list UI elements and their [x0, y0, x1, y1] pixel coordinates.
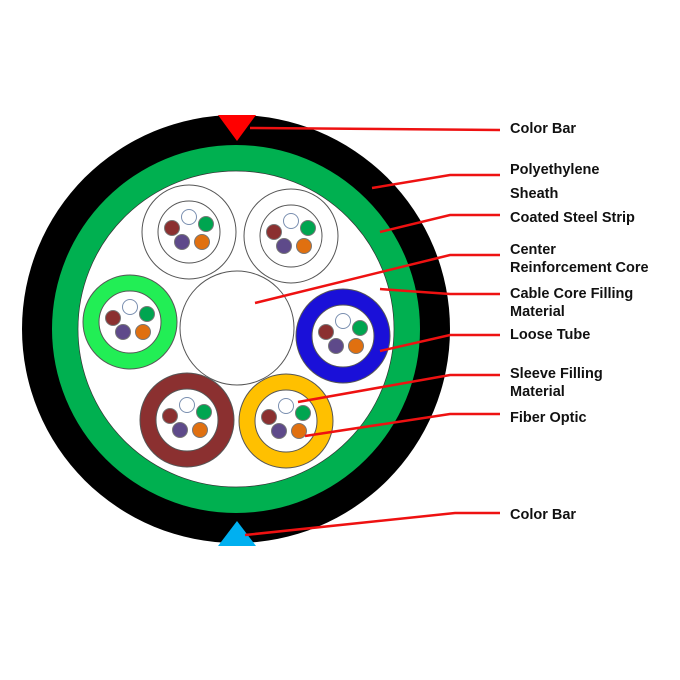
fiber-optic	[266, 224, 282, 240]
fiber-optic	[283, 213, 299, 229]
fiber-optic	[276, 238, 292, 254]
loose-tube	[82, 274, 178, 370]
label-sleeve-filling: Sleeve Filling	[510, 366, 603, 382]
fiber-optic	[328, 338, 344, 354]
fiber-optic	[295, 405, 311, 421]
fiber-optic	[179, 397, 195, 413]
label-fiber-optic: Fiber Optic	[510, 410, 587, 426]
label-reinforcement-core: Reinforcement Core	[510, 260, 649, 276]
fiber-optic	[318, 324, 334, 340]
loose-tube	[139, 372, 235, 468]
label-color-bar-top: Color Bar	[510, 121, 577, 137]
loose-tube	[238, 373, 334, 469]
center-reinforcement-core	[179, 270, 295, 386]
fiber-optic	[278, 398, 294, 414]
label-sleeve-material: Material	[510, 384, 565, 400]
label-cable-core-material: Material	[510, 304, 565, 320]
label-coated-steel-strip: Coated Steel Strip	[510, 210, 635, 226]
leader-polyethylene-sheath	[371, 173, 500, 190]
fiber-optic	[172, 422, 188, 438]
leader-color-bar-top	[249, 126, 501, 132]
fiber-optic	[271, 423, 287, 439]
leader-color-bar-bottom	[244, 511, 500, 537]
leader-cable-core-filling	[379, 287, 500, 296]
loose-tube	[295, 288, 391, 384]
fiber-optic	[135, 324, 151, 340]
fiber-optic	[181, 209, 197, 225]
label-sheath: Sheath	[510, 186, 559, 202]
fiber-optic	[198, 216, 214, 232]
loose-tube	[141, 184, 237, 280]
fiber-optic	[139, 306, 155, 322]
loose-tube	[243, 188, 339, 284]
leader-coated-steel-strip	[379, 213, 500, 234]
fiber-optic	[194, 234, 210, 250]
leader-fiber-optic	[304, 412, 500, 438]
fiber-optic	[192, 422, 208, 438]
label-center: Center	[510, 242, 556, 258]
fiber-optic	[196, 404, 212, 420]
fiber-optic	[122, 299, 138, 315]
color-bar-top-marker	[218, 115, 256, 141]
fiber-optic	[162, 408, 178, 424]
color-bar-bottom-marker	[218, 521, 256, 546]
fiber-optic	[261, 409, 277, 425]
fiber-optic	[164, 220, 180, 236]
fiber-optic	[352, 320, 368, 336]
leader-loose-tube	[379, 333, 500, 353]
fiber-optic	[105, 310, 121, 326]
leader-sleeve-filling	[297, 373, 500, 404]
fiber-optic	[348, 338, 364, 354]
fiber-optic	[300, 220, 316, 236]
label-polyethylene: Polyethylene	[510, 162, 600, 178]
label-loose-tube: Loose Tube	[510, 327, 591, 343]
label-color-bar-bottom: Color Bar	[510, 507, 577, 523]
fiber-optic	[296, 238, 312, 254]
label-cable-core-filling: Cable Core Filling	[510, 286, 634, 302]
fiber-optic	[174, 234, 190, 250]
fiber-optic	[291, 423, 307, 439]
leader-center-reinforcement-core	[254, 253, 500, 305]
fiber-optic	[335, 313, 351, 329]
fiber-optic	[115, 324, 131, 340]
